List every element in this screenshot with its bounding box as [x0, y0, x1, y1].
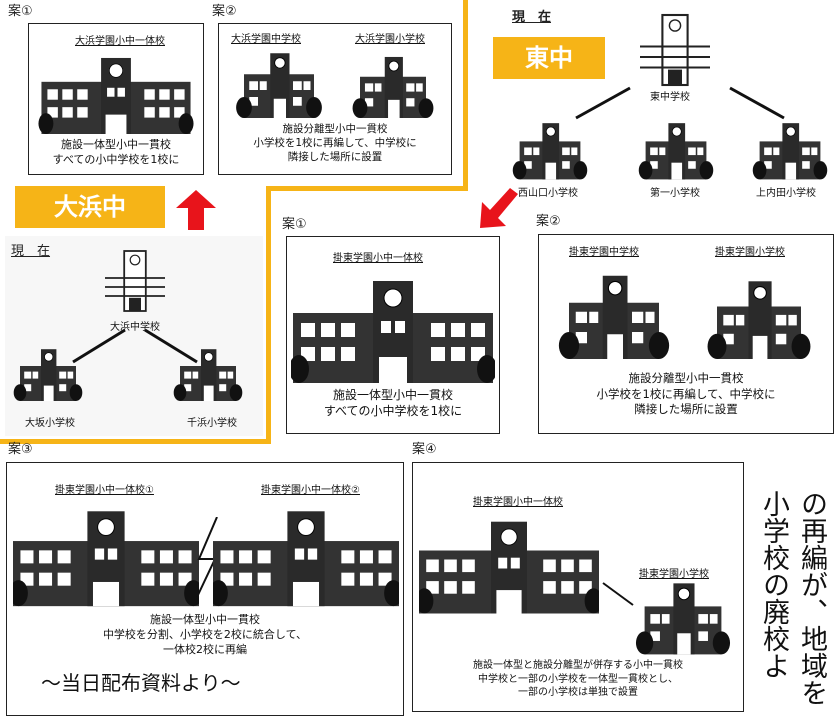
school-name: 上内田小学校	[756, 188, 816, 199]
accent-frame-line	[266, 186, 271, 444]
higashi-an3-panel: 掛東学園小中一体校① 掛東学園小中一体校② 施設一体型小中一貫校 中学校を分割、…	[6, 462, 404, 716]
panel-title-b: 掛東学園小学校	[639, 569, 709, 580]
label-an4: 案④	[412, 442, 437, 457]
panel-caption: 施設一体型と施設分離型が併存する小中一貫校 中学校と一部の小学校を一体型一貫校と…	[473, 660, 683, 698]
es-building-illustration	[512, 118, 588, 180]
es-building-illustration	[638, 118, 714, 180]
panel-title: 大浜学園小中一体校	[75, 36, 165, 47]
higashi-an2-panel: 掛東学園中学校 掛東学園小学校 施設分離型小中一貫校 小学校を1校に再編して、中…	[538, 234, 834, 434]
panel-title-a: 掛東学園小中一体校	[473, 497, 563, 508]
panel-caption: 施設一体型小中一貫校 すべての小中学校を1校に	[52, 138, 180, 166]
ohama-current-panel: 現 在 大浜中学校 大坂小学校 千浜小学校	[5, 236, 263, 436]
connector-lines	[602, 582, 634, 606]
panel-caption: 施設分離型小中一貫校 小学校を1校に再編して、中学校に 隣接した場所に設置	[596, 371, 776, 417]
label-current: 現 在	[11, 244, 51, 259]
panel-title-a: 掛東学園中学校	[569, 247, 639, 258]
jhs-building-illustration	[549, 269, 679, 359]
es-building-illustration	[343, 52, 443, 118]
panel-caption: 施設分離型小中一貫校 小学校を1校に再編して、中学校に 隣接した場所に設置	[253, 123, 417, 164]
panel-title-b: 掛東学園小学校	[715, 247, 785, 258]
school-name: 東中学校	[650, 92, 690, 103]
school-name: 大浜中学校	[110, 322, 160, 333]
school-name: 西山口小学校	[518, 188, 578, 199]
connector-lines	[72, 328, 198, 364]
es-building-illustration	[689, 275, 829, 359]
school-building-illustration	[213, 503, 399, 607]
label-an2-ohama: 案②	[212, 4, 237, 19]
school-building-illustration	[13, 503, 199, 607]
connector-lines	[575, 86, 785, 120]
panel-caption: 施設一体型小中一貫校 中学校を分割、小学校を2校に統合して、 一体校2校に再編	[102, 613, 308, 656]
jhs-building-illustration	[105, 246, 165, 316]
panel-title: 掛東学園小中一体校	[333, 253, 423, 264]
label-an1-higashi: 案①	[282, 217, 307, 232]
es-building-illustration	[635, 577, 731, 655]
school-building-illustration	[419, 513, 599, 615]
accent-frame-line	[0, 439, 271, 444]
higashi-an4-panel: 掛東学園小中一体校 掛東学園小学校 施設一体型と施設分離型が併存する小中一貫校 …	[412, 462, 744, 712]
es-building-illustration	[173, 342, 243, 404]
panel-title-a: 大浜学園中学校	[231, 34, 301, 45]
panel-title-b: 掛東学園小中一体校②	[261, 485, 360, 496]
es-building-illustration	[13, 342, 83, 404]
label-an3: 案③	[8, 442, 33, 457]
label-an1-ohama: 案①	[8, 4, 33, 19]
jhs-building-illustration	[640, 12, 710, 88]
school-building-illustration	[35, 52, 197, 134]
school-name: 大坂小学校	[25, 418, 75, 429]
split-mark-icon	[196, 517, 218, 597]
side-text-col2: 小学校の廃校よ	[758, 490, 790, 679]
badge-higashi: 東中	[493, 37, 605, 79]
school-name: 第一小学校	[650, 188, 700, 199]
label-current-higashi: 現 在	[512, 10, 552, 25]
accent-frame-line	[266, 186, 468, 191]
up-arrow-icon	[176, 190, 216, 230]
side-text-col1: の再編が、地域を	[796, 490, 828, 706]
panel-title-a: 掛東学園小中一体校①	[55, 485, 154, 496]
ohama-an2-panel: 大浜学園中学校 大浜学園小学校 施設分離型小中一貫校 小学校を1校に再編して、中…	[218, 23, 452, 175]
accent-frame-line	[463, 0, 468, 190]
panel-title-b: 大浜学園小学校	[355, 34, 425, 45]
higashi-an1-panel: 掛東学園小中一体校 施設一体型小中一貫校 すべての小中学校を1校に	[286, 236, 500, 434]
source-note: 〜当日配布資料より〜	[41, 671, 241, 695]
down-left-arrow-icon	[480, 188, 518, 228]
panel-caption: 施設一体型小中一貫校 すべての小中学校を1校に	[323, 388, 463, 419]
ohama-an1-panel: 大浜学園小中一体校 施設一体型小中一貫校 すべての小中学校を1校に	[28, 23, 204, 175]
es-building-illustration	[752, 118, 828, 180]
school-name: 千浜小学校	[187, 418, 237, 429]
jhs-building-illustration	[229, 48, 329, 118]
badge-ohama: 大浜中	[15, 186, 165, 228]
label-an2-higashi: 案②	[536, 214, 561, 229]
school-building-illustration	[291, 273, 495, 383]
